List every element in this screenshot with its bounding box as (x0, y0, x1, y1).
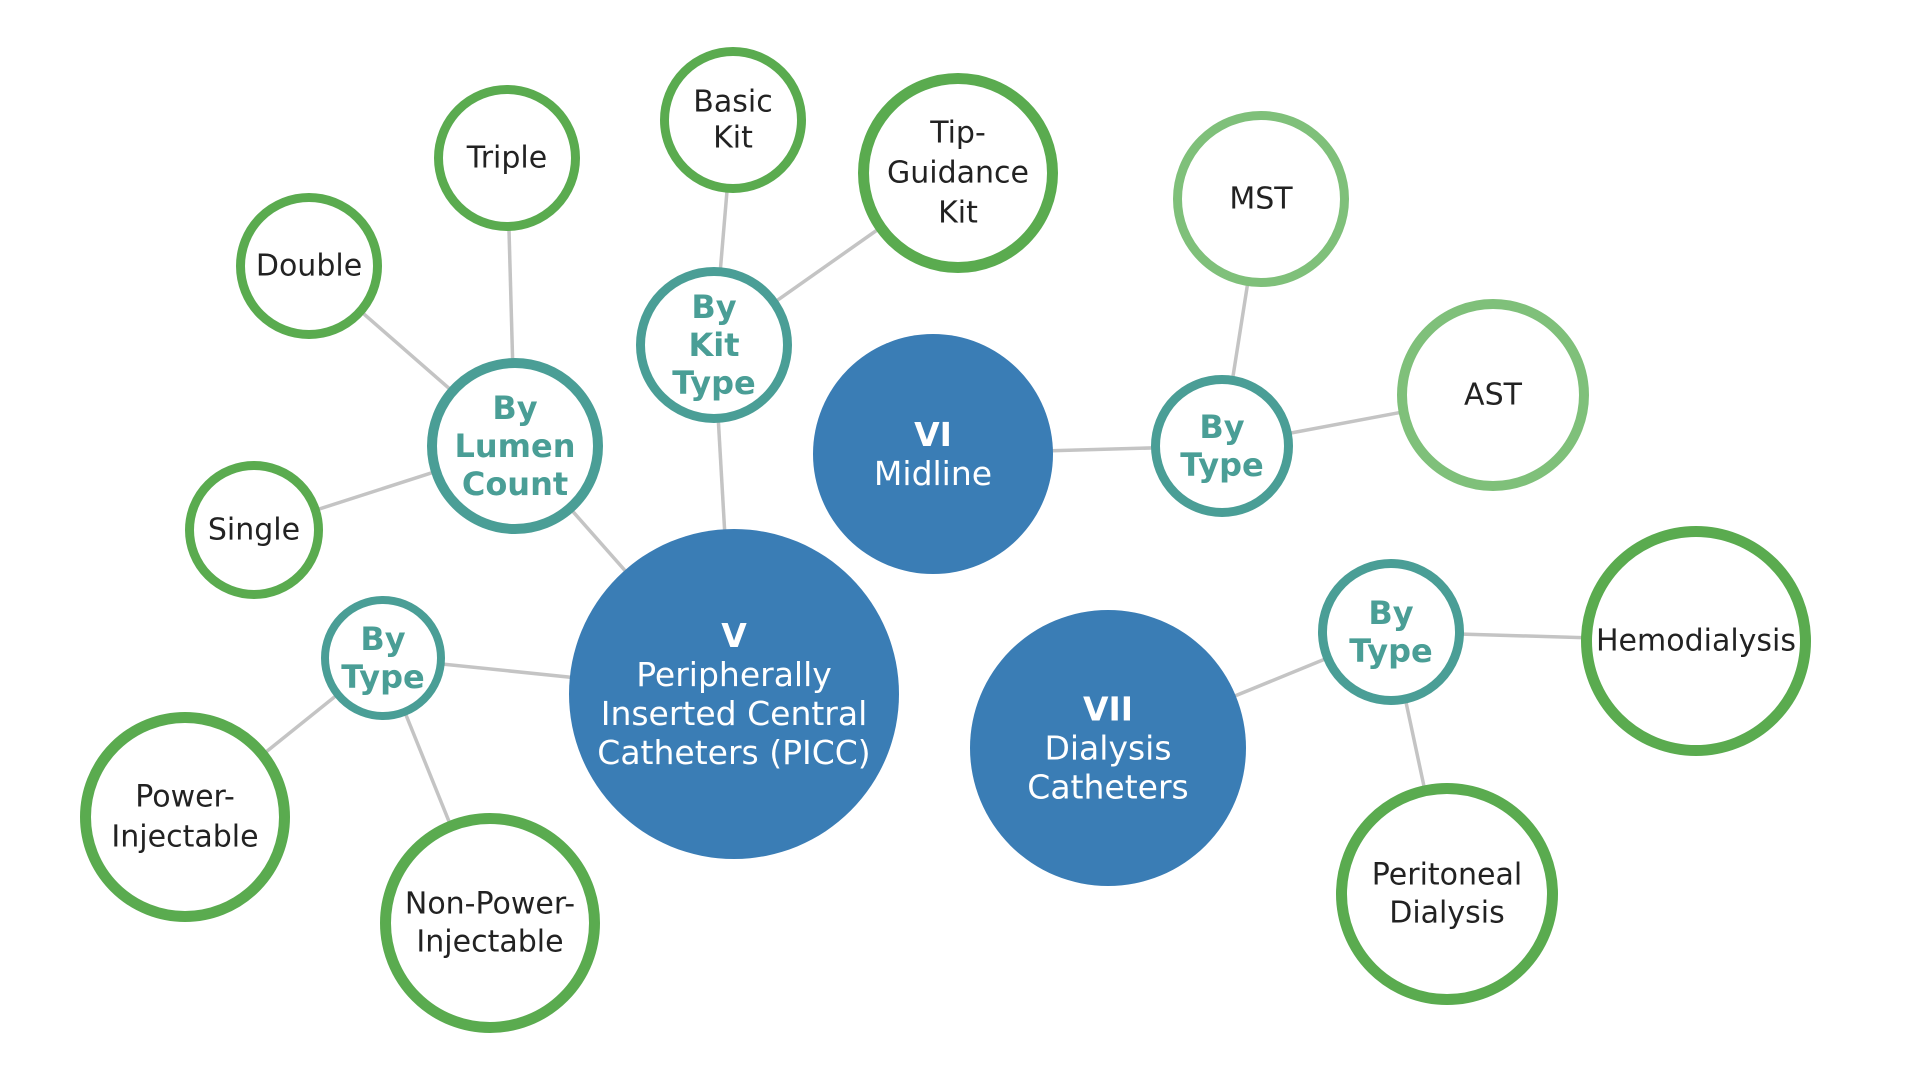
node-label-picc-2: Inserted Central (601, 694, 868, 733)
node-label-power-1: Injectable (111, 820, 258, 855)
node-label-picc-0: V (721, 616, 747, 655)
node-label-midline-type-1: Type (1180, 446, 1264, 484)
node-circle-hemo (1581, 526, 1811, 756)
node-label-dialysis-type-1: Type (1349, 632, 1433, 670)
node-label-mst-0: MST (1229, 182, 1293, 217)
node-label-kit-0: By (691, 288, 736, 326)
node-label-midline-1: Midline (874, 454, 992, 493)
node-circle-tip-kit (858, 73, 1058, 273)
node-circle-triple (434, 85, 580, 231)
node-circle-double (236, 193, 382, 339)
node-circle-basic-kit (660, 47, 806, 193)
node-label-basic-kit-1: Kit (713, 121, 753, 156)
node-nonpower: Non-Power-Injectable (380, 813, 600, 1033)
node-label-picc-type-1: Type (341, 658, 425, 696)
node-label-midline-type-0: By (1199, 408, 1244, 446)
node-circle-midline-type (1151, 375, 1293, 517)
node-circle-ast (1397, 299, 1589, 491)
node-label-basic-kit-0: Basic (693, 85, 772, 120)
node-label-tip-kit-0: Tip- (929, 116, 986, 151)
node-double: Double (236, 193, 382, 339)
node-label-lumen-0: By (492, 389, 537, 427)
node-label-triple-0: Triple (466, 141, 547, 176)
node-label-dialysis-0: VII (1083, 690, 1133, 729)
node-label-double-0: Double (256, 249, 362, 284)
node-label-midline-0: VI (914, 415, 952, 454)
node-label-lumen-2: Count (462, 465, 568, 503)
node-single: Single (185, 461, 323, 599)
node-label-kit-1: Kit (688, 326, 739, 364)
node-circle-peritoneal (1336, 783, 1558, 1005)
node-triple: Triple (434, 85, 580, 231)
node-circle-nonpower (380, 813, 600, 1033)
node-circle-power (80, 712, 290, 922)
node-label-picc-1: Peripherally (636, 655, 832, 694)
node-circle-lumen (427, 358, 603, 534)
node-label-ast-0: AST (1464, 378, 1523, 413)
node-hemo: Hemodialysis (1581, 526, 1811, 756)
node-label-peritoneal-1: Dialysis (1389, 896, 1505, 931)
node-label-kit-2: Type (672, 364, 756, 402)
node-label-nonpower-1: Injectable (416, 925, 563, 960)
node-label-picc-type-0: By (360, 620, 405, 658)
node-circle-dialysis-type (1318, 559, 1464, 705)
node-label-tip-kit-2: Kit (938, 196, 978, 231)
node-circle-kit (636, 267, 792, 423)
node-circle-single (185, 461, 323, 599)
node-label-dialysis-1: Dialysis (1044, 729, 1171, 768)
node-circle-mst (1173, 111, 1349, 287)
node-circle-picc-type (321, 596, 445, 720)
node-label-peritoneal-0: Peritoneal (1372, 858, 1522, 893)
node-label-power-0: Power- (135, 780, 235, 815)
node-label-lumen-1: Lumen (455, 427, 576, 465)
node-circle-dialysis (970, 610, 1246, 886)
node-circle-picc (569, 529, 899, 859)
node-ast: AST (1397, 299, 1589, 491)
node-label-nonpower-0: Non-Power- (405, 887, 575, 922)
node-label-dialysis-type-0: By (1368, 594, 1413, 632)
node-circle-midline (813, 334, 1053, 574)
node-label-tip-kit-1: Guidance (887, 156, 1029, 191)
node-power: Power- Injectable (80, 712, 290, 922)
node-label-dialysis-2: Catheters (1027, 768, 1188, 807)
node-label-single-0: Single (208, 513, 300, 548)
node-mst: MST (1173, 111, 1349, 287)
node-label-picc-3: Catheters (PICC) (597, 733, 870, 772)
node-label-hemo-0: Hemodialysis (1596, 624, 1796, 659)
